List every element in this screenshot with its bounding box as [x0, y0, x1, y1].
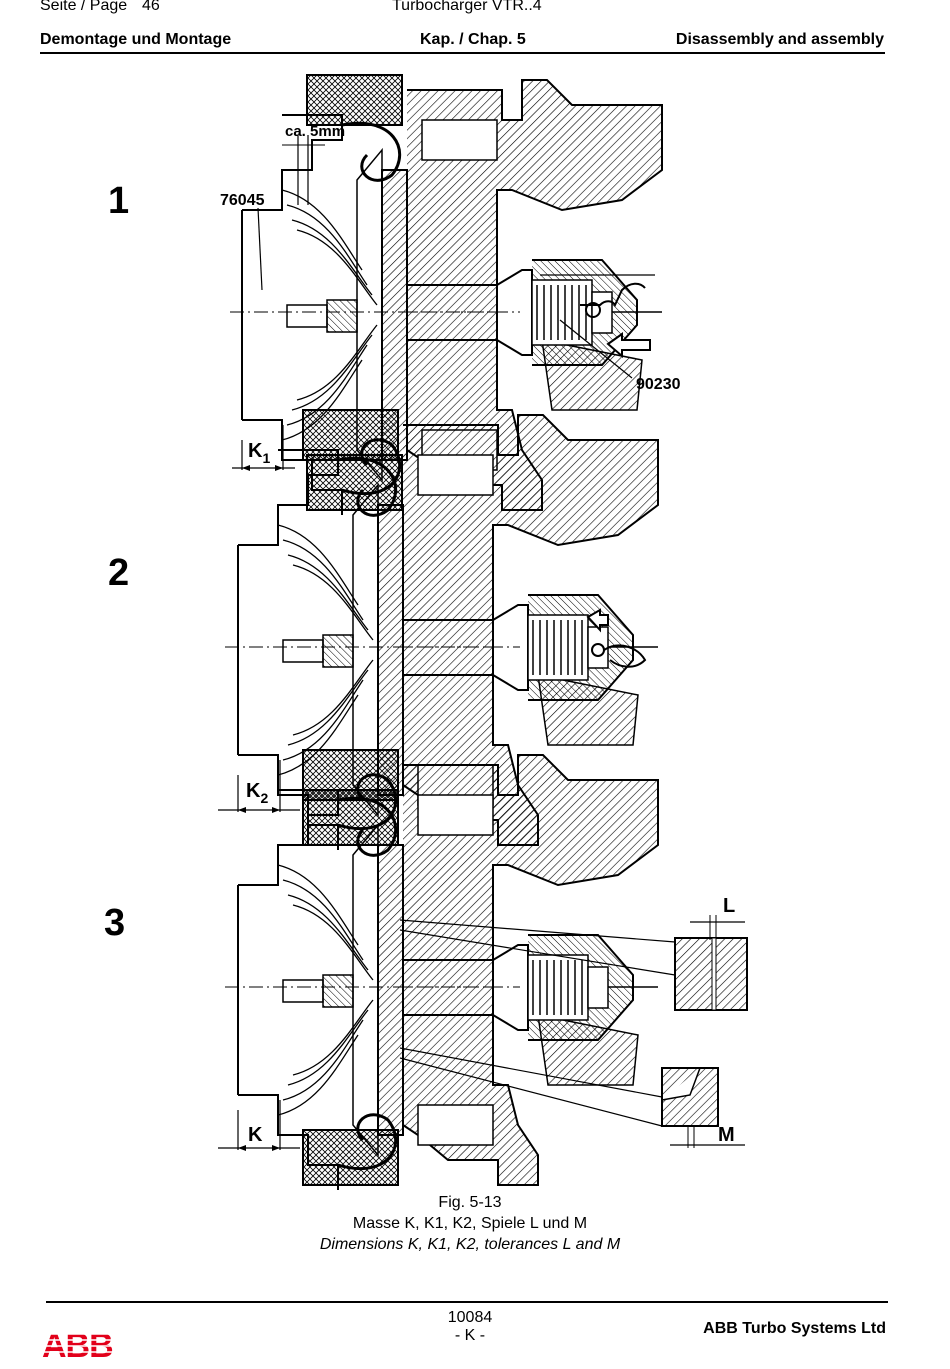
tolerance-m-label: M — [718, 1124, 735, 1146]
dimension-k2-label: K2 — [246, 780, 268, 806]
dimension-k-label: K — [248, 1124, 263, 1146]
abb-logo: ABB — [42, 1326, 120, 1365]
section-title-en: Disassembly and assembly — [675, 31, 884, 48]
page-label: Seite / Page — [40, 0, 128, 14]
company-name: ABB Turbo Systems Ltd — [703, 1320, 886, 1337]
figure-caption-de: Masse K, K1, K2, Spiele L und M — [352, 1215, 588, 1232]
figure-caption-number: Fig. 5-13 — [438, 1194, 502, 1211]
figure-1-drawing — [230, 73, 664, 517]
header-rule — [40, 52, 885, 54]
revision-label: - K - — [454, 1327, 486, 1344]
tolerance-l-label: L — [723, 895, 735, 917]
section-title-de: Demontage und Montage — [40, 31, 232, 48]
dimension-k1-label: K1 — [248, 440, 270, 466]
figure-number-3: 3 — [104, 902, 126, 944]
figure-number-2: 2 — [108, 552, 130, 594]
figure-caption-en: Dimensions K, K1, K2, tolerances L and M — [319, 1236, 621, 1253]
part-number-76045: 76045 — [220, 192, 265, 209]
document-number: 10084 — [447, 1309, 493, 1326]
gap-label: ca. 5mm — [285, 123, 345, 140]
page-number: 46 — [142, 0, 160, 14]
figure-3-drawing — [218, 748, 748, 1192]
figure-number-1: 1 — [108, 180, 130, 222]
figure-2-drawing — [218, 408, 660, 852]
chapter-label: Kap. / Chap. 5 — [420, 31, 526, 48]
footer-rule — [46, 1301, 888, 1303]
document-title: Turbocharger VTR..4 — [392, 0, 542, 14]
part-number-90230: 90230 — [636, 376, 681, 393]
